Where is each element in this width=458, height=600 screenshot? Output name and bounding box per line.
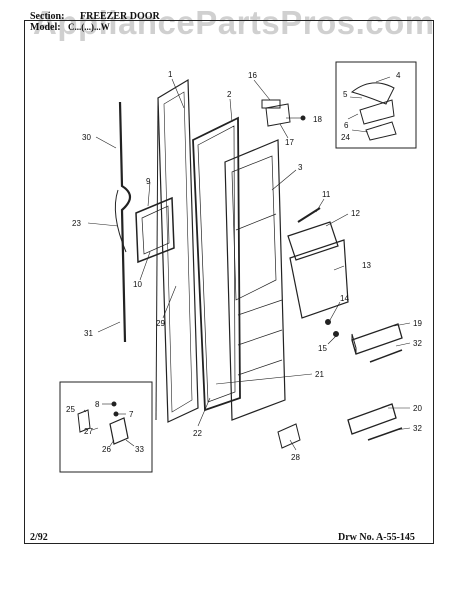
- callout-labels: 1 2 3 4 5 6 7 8 9 10 11 12 13 14 15 16 1…: [66, 70, 422, 462]
- leader-lines: [83, 76, 411, 451]
- callout-23: 23: [72, 219, 81, 228]
- lower-door-shelf: [347, 403, 403, 441]
- callout-18: 18: [313, 115, 322, 124]
- diagram-frame: [24, 20, 434, 544]
- inner-door-liner: [224, 139, 286, 421]
- callout-4: 4: [396, 71, 401, 80]
- hinge-block: [261, 99, 306, 127]
- callout-19: 19: [413, 319, 422, 328]
- callout-17: 17: [285, 138, 294, 147]
- callout-6: 6: [344, 121, 349, 130]
- callout-25: 25: [66, 405, 75, 414]
- callout-9: 9: [146, 177, 151, 186]
- door-gasket: [192, 116, 241, 412]
- callout-16: 16: [248, 71, 257, 80]
- callout-32b: 32: [413, 424, 422, 433]
- outer-door-panel: [155, 78, 199, 423]
- callout-30: 30: [82, 133, 91, 142]
- callout-29: 29: [156, 319, 165, 328]
- callout-8: 8: [95, 400, 100, 409]
- screws: [325, 319, 339, 337]
- callout-20: 20: [413, 404, 422, 413]
- ice-dispenser-housing: [287, 207, 349, 319]
- callout-5: 5: [343, 90, 348, 99]
- callout-21: 21: [315, 370, 324, 379]
- callout-10: 10: [133, 280, 142, 289]
- inset-box-small-parts: [59, 381, 153, 473]
- drawing-number: Drw No. A-55-145: [338, 532, 415, 543]
- revision-date: 2/92: [30, 532, 48, 543]
- callout-12: 12: [351, 209, 360, 218]
- door-handle: [114, 101, 132, 343]
- callout-15: 15: [318, 344, 327, 353]
- model-number: C...(...)...W: [68, 22, 110, 32]
- callout-33: 33: [135, 445, 144, 454]
- callout-14: 14: [340, 294, 349, 303]
- callout-1: 1: [168, 70, 173, 79]
- upper-door-shelf: [351, 323, 403, 363]
- callout-32a: 32: [413, 339, 422, 348]
- callout-24: 24: [341, 133, 350, 142]
- callout-31: 31: [84, 329, 93, 338]
- callout-22: 22: [193, 429, 202, 438]
- callout-3: 3: [298, 163, 303, 172]
- callout-2: 2: [227, 90, 232, 99]
- section-label: Section:: [30, 11, 65, 22]
- callout-13: 13: [362, 261, 371, 270]
- dispenser-window: [135, 196, 175, 264]
- model-label: Model:: [30, 22, 61, 33]
- bottom-bracket: [277, 423, 301, 449]
- section-title: FREEZER DOOR: [80, 11, 160, 22]
- inset-box-hinge-parts: [335, 61, 417, 149]
- watermark: AppliancePartsPros.com: [33, 4, 435, 41]
- callout-26: 26: [102, 445, 111, 454]
- callout-11: 11: [322, 190, 331, 199]
- callout-27: 27: [84, 427, 93, 436]
- callout-7: 7: [129, 410, 134, 419]
- callout-28: 28: [291, 453, 300, 462]
